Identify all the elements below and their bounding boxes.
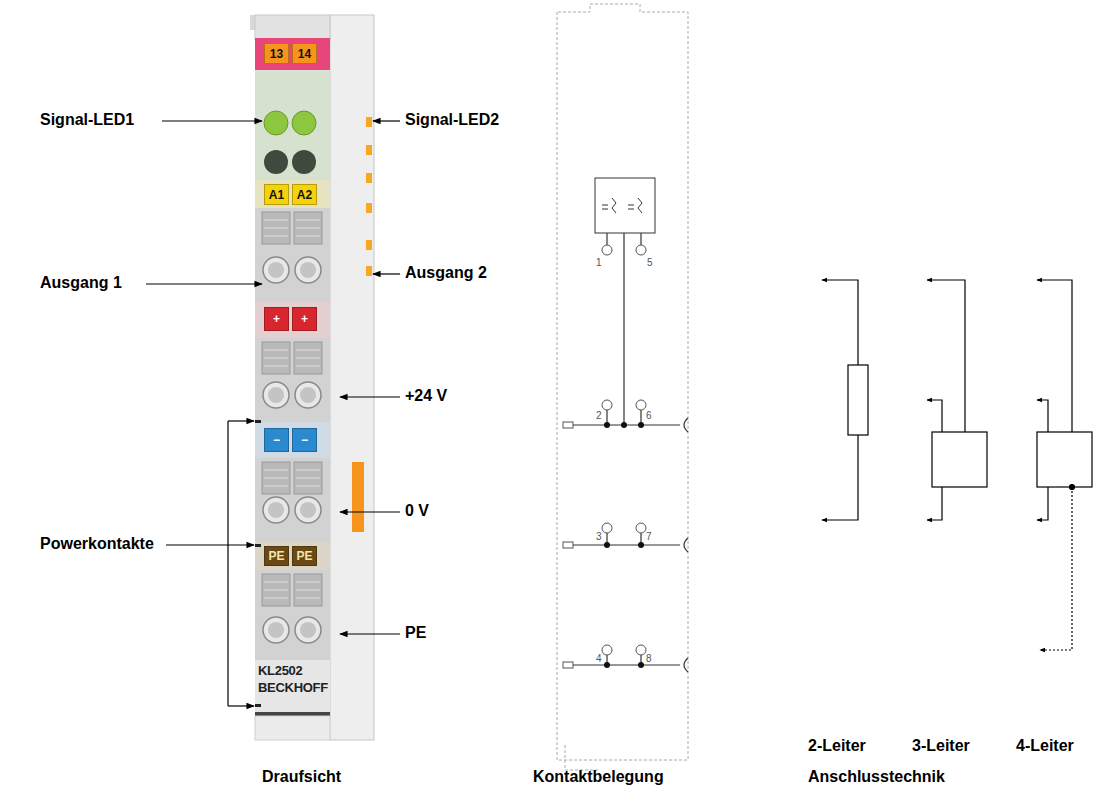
product-name: KL2502 [258, 664, 302, 679]
marker-text: 13 [270, 48, 283, 60]
marker-text: PE [268, 550, 284, 562]
supply-label: 0 V [405, 502, 429, 520]
terminal-marker: + [292, 307, 317, 331]
brand-name: BECKHOFF [258, 681, 328, 696]
terminal-marker: + [264, 307, 289, 331]
pin-number: 7 [646, 531, 652, 543]
supply-label: PE [405, 624, 426, 642]
marker-text: − [273, 434, 280, 446]
pin-number: 1 [596, 257, 602, 269]
terminal-marker: 13 [264, 43, 289, 64]
pin-number: 8 [646, 653, 652, 665]
view-caption: Draufsicht [262, 768, 341, 786]
led-label: Signal-LED1 [40, 111, 134, 129]
marker-text: A1 [269, 189, 284, 201]
power-contact-label: Powerkontakte [40, 535, 154, 553]
terminal-marker: − [292, 428, 317, 452]
terminal-marker: A1 [264, 184, 289, 205]
marker-text: + [273, 313, 280, 325]
terminal-marker: − [264, 428, 289, 452]
terminal-housing [250, 15, 374, 740]
supply-label: +24 V [405, 387, 447, 405]
wiring-label: 4-Leiter [1016, 737, 1074, 755]
wiring-symbols [822, 280, 1092, 650]
marker-text: PE [296, 550, 312, 562]
wiring-label: 2-Leiter [808, 737, 866, 755]
marker-text: − [301, 434, 308, 446]
leader-lines [146, 121, 400, 706]
wiring-label: 3-Leiter [912, 737, 970, 755]
led-label: Signal-LED2 [405, 111, 499, 129]
output-label: Ausgang 2 [405, 264, 487, 282]
contact-diagram [557, 4, 688, 770]
marker-text: A2 [297, 189, 312, 201]
view-caption: Anschlusstechnik [808, 768, 945, 786]
pin-number: 4 [596, 653, 602, 665]
marker-text: 14 [298, 48, 311, 60]
view-caption: Kontaktbelegung [533, 768, 664, 786]
marker-text: + [301, 313, 308, 325]
terminal-marker: PE [264, 546, 289, 566]
terminal-marker: 14 [292, 43, 317, 64]
pin-number: 3 [596, 531, 602, 543]
pin-number: 5 [647, 257, 653, 269]
terminal-marker: PE [292, 546, 317, 566]
terminal-marker: A2 [292, 184, 317, 205]
pin-number: 2 [596, 410, 602, 422]
output-label: Ausgang 1 [40, 274, 122, 292]
pin-number: 6 [646, 410, 652, 422]
